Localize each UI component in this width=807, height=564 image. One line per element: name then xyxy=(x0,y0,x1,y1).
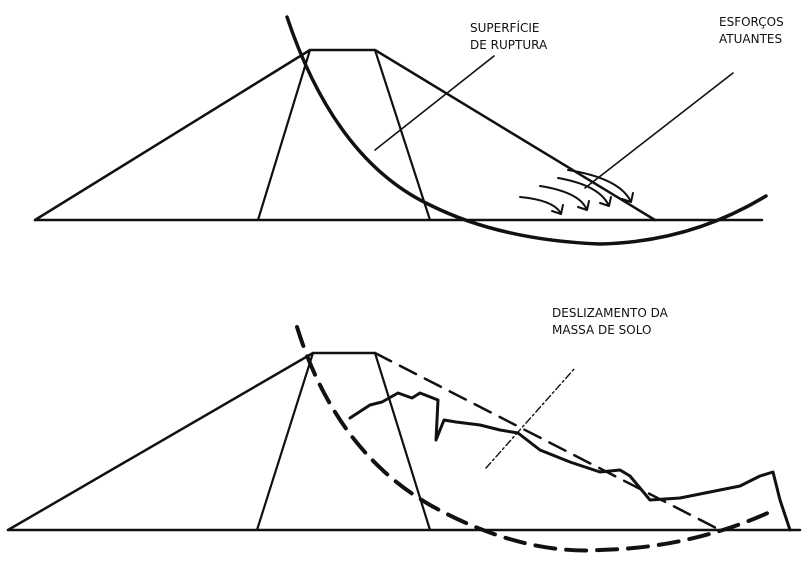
soil-mass-slide-label-line2: MASSA DE SOLO xyxy=(552,323,652,337)
force-arrow xyxy=(567,169,631,201)
force-arrow-head xyxy=(621,192,634,203)
top-diagram xyxy=(33,15,768,246)
soil-mass-slide-label-line1: DESLIZAMENTO DA xyxy=(552,306,668,320)
force-arrow xyxy=(557,177,609,205)
force-arrow-head xyxy=(551,204,564,215)
force-arrow-head xyxy=(577,200,590,211)
bottom-core-right xyxy=(373,351,432,532)
rupture-surface-label: SUPERFÍCIE DE RUPTURA xyxy=(470,20,547,54)
top-rupture-surface xyxy=(285,15,768,246)
soil-mass-slide-label: DESLIZAMENTO DA MASSA DE SOLO xyxy=(552,305,668,339)
acting-forces-label-line2: ATUANTES xyxy=(719,32,783,46)
force-arrow xyxy=(539,185,587,209)
top-dam-outline xyxy=(33,48,657,222)
force-arrow xyxy=(519,196,561,213)
rupture-surface-label-line1: SUPERFÍCIE xyxy=(470,21,540,35)
bottom-rupture-surface-dashed xyxy=(295,325,772,553)
bottom-diagram xyxy=(6,325,802,553)
top-core-left xyxy=(256,48,312,222)
force-arrow-head xyxy=(599,196,612,207)
slid-soil-mass xyxy=(348,391,792,532)
bottom-core-left xyxy=(255,351,315,532)
force-arrows xyxy=(519,169,634,215)
rupture-surface-label-line2: DE RUPTURA xyxy=(470,38,548,52)
acting-forces-label: ESFORÇOS ATUANTES xyxy=(719,14,784,48)
forces-label-leader xyxy=(584,72,734,189)
rupture-label-leader xyxy=(374,55,495,151)
top-core-right xyxy=(373,48,432,222)
acting-forces-label-line1: ESFORÇOS xyxy=(719,15,784,29)
slide-label-leader xyxy=(485,367,576,469)
bottom-dam-outline xyxy=(6,351,377,532)
